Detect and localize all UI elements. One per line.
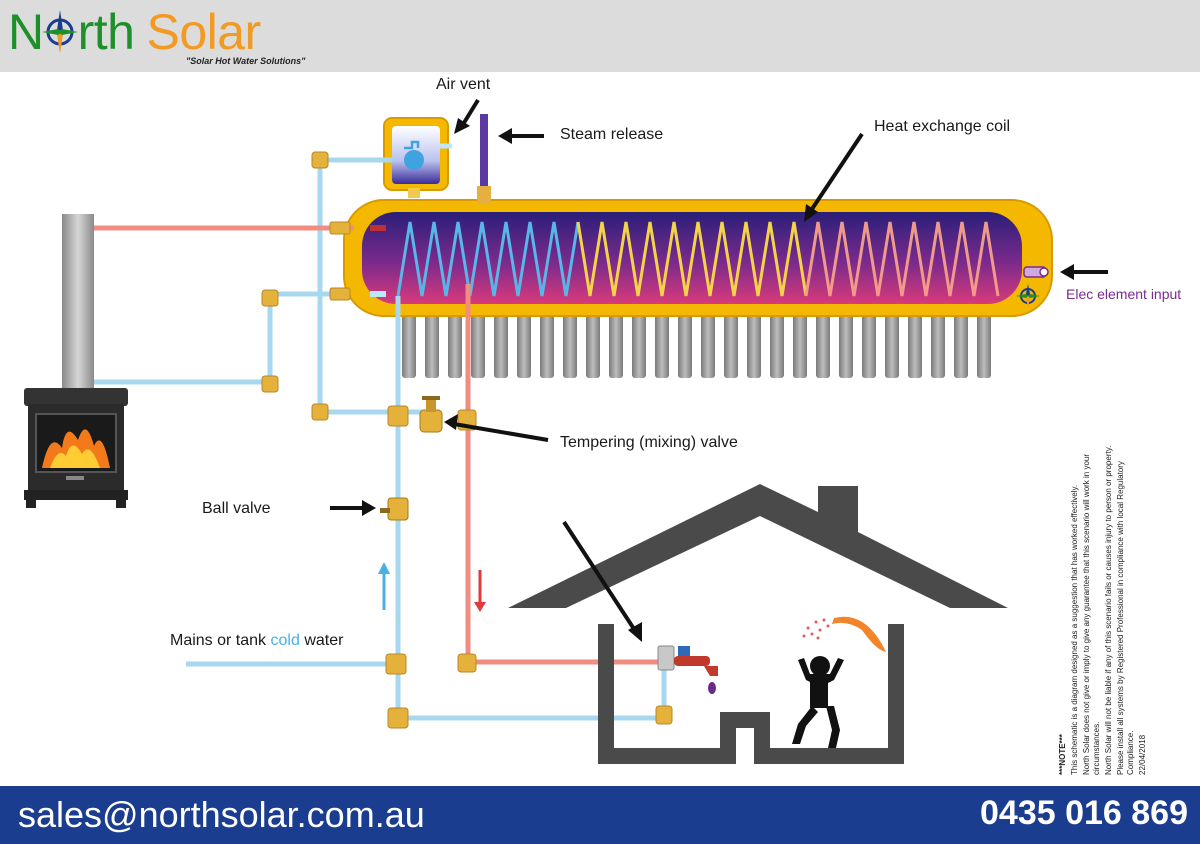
logo-letter-n: N [8,4,44,60]
logo-text-rth: rth [77,4,135,60]
air-vent-label: Air vent [436,76,491,93]
disclaimer-note: ***NOTE*** This schematic is a diagram d… [1058,435,1198,775]
flow-arrows [378,562,486,612]
note-line-4: Please install all systems by Registered… [1116,461,1135,775]
mains-suffix-text: water [304,632,344,649]
steam-release-label: Steam release [560,126,664,143]
shower-person [792,616,886,748]
tagline: "Solar Hot Water Solutions" [186,56,306,66]
note-line-1: This schematic is a diagram designed as … [1070,484,1079,775]
mains-prefix-text: Mains or tank [170,632,267,649]
footer: sales@northsolar.com.au 0435 016 869 [0,786,1200,844]
heat-exchange-coil [396,221,1000,297]
email-link[interactable]: sales@northsolar.com.au [18,794,425,835]
plumbing-diagram [24,98,1108,764]
note-date: 22/04/2018 [1138,734,1147,775]
ball-valve-label: Ball valve [202,500,271,517]
mains-cold-text: cold [270,632,300,649]
evacuated-tubes [402,302,991,378]
phone-number[interactable]: 0435 016 869 [980,794,1188,832]
logo-text-solar: Solar [146,4,261,60]
note-line-2: North Solar does not give or imply to gi… [1082,453,1101,775]
solar-tank [343,199,1053,317]
electric-element-icon [1016,266,1049,308]
tap-icon [657,645,718,694]
compass-icon [41,2,78,52]
mains-water-label: Mains or tank cold water [170,632,343,650]
elec-element-input-label: Elec element input [1066,286,1182,302]
house-outline [508,484,1008,764]
tempering-valve [419,396,443,433]
air-vent [383,117,452,198]
wood-stove [24,388,128,508]
heat-exchange-coil-label: Heat exchange coil [874,118,1011,135]
note-title: ***NOTE*** [1058,734,1067,775]
steam-release-pipe [477,114,491,204]
callout-arrows [330,98,1108,642]
stove-flue [62,214,94,394]
ball-valve [380,497,409,521]
tempering-valve-label: Tempering (mixing) valve [560,434,738,451]
note-line-3: North Solar will not be liable if any of… [1104,445,1113,775]
